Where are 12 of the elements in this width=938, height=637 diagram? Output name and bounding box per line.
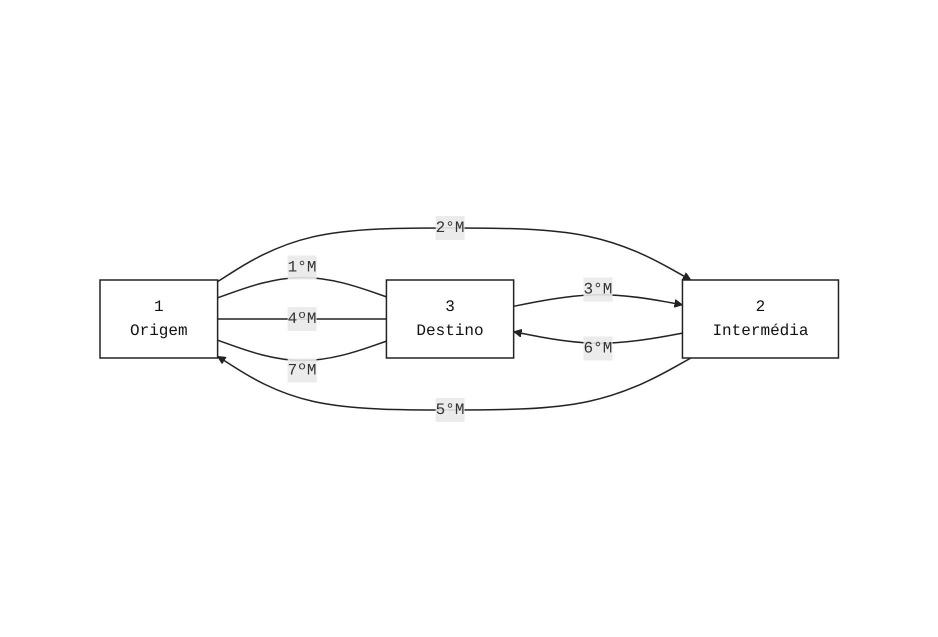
edge-label: 5°M <box>435 400 464 418</box>
edge-label: 1°M <box>287 258 316 276</box>
edge-label: 4ºM <box>287 310 316 328</box>
arrow <box>216 355 691 410</box>
node-box: 2 Intermédia <box>681 278 839 358</box>
node-box: 3 Destino <box>385 278 514 358</box>
edge-label: 7ºM <box>287 361 316 379</box>
node-box: 1 Origem <box>99 278 218 358</box>
edge-label: 2°M <box>435 218 464 236</box>
edge-label: 6°M <box>583 338 612 357</box>
arrow <box>216 226 692 282</box>
edge-label: 3°M <box>583 280 612 298</box>
